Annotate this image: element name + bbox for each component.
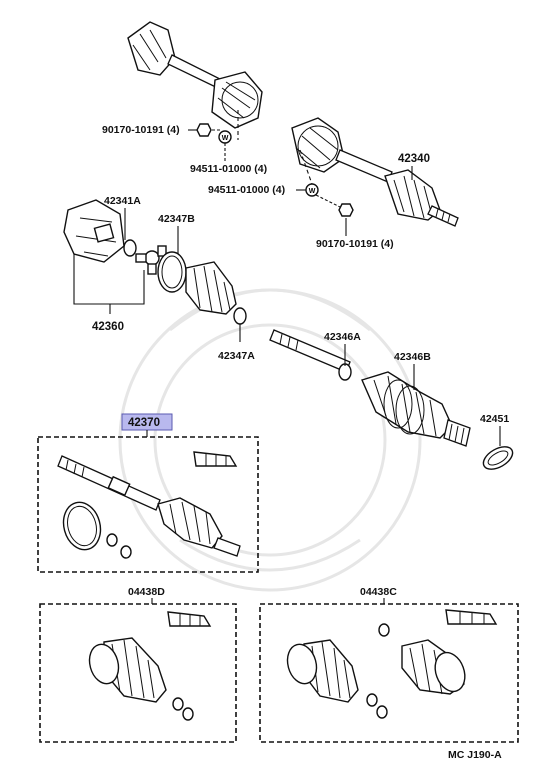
boot-clamp-42347B — [157, 251, 187, 293]
label-42346A: 42346A — [324, 331, 361, 343]
tripod-spider — [135, 245, 167, 275]
washer-icon-2: W — [309, 188, 316, 195]
label-42347B: 42347B — [158, 213, 195, 225]
label-04438D: 04438D — [128, 586, 165, 598]
snap-ring-42341A — [123, 239, 137, 257]
washer-icon: W — [222, 135, 229, 142]
inner-boot — [185, 261, 237, 315]
kit-box-04438C — [259, 603, 519, 743]
boot-band-42346A — [338, 363, 352, 381]
kit-42370-contents — [57, 451, 241, 559]
watermark — [118, 288, 422, 592]
mid-bolts-nuts: W — [296, 149, 354, 236]
label-42346B: 42346B — [394, 351, 431, 363]
upper-bolts-nuts: W — [188, 110, 239, 162]
label-04438C: 04438C — [360, 586, 397, 598]
label-42347A: 42347A — [218, 350, 255, 362]
label-42370: 42370 — [128, 417, 160, 429]
kit-04438D-contents — [88, 611, 212, 721]
label-42340: 42340 — [398, 153, 430, 165]
upper-drive-shaft-left — [127, 21, 263, 129]
kit-box-04438D — [39, 603, 237, 743]
label-90170-mid: 90170-10191 (4) — [316, 238, 394, 250]
diagram-code: MC J190-A — [448, 749, 502, 761]
label-42341A: 42341A — [104, 195, 141, 207]
label-42451: 42451 — [480, 413, 509, 425]
abs-ring-42451 — [482, 446, 514, 470]
label-42360: 42360 — [92, 321, 124, 333]
label-94511-top: 94511-01000 (4) — [190, 163, 267, 175]
inboard-joint-42360 — [63, 199, 125, 263]
kit-box-42370 — [37, 436, 259, 573]
drive-shaft-42340 — [291, 117, 459, 227]
boot-clamp-42347A — [233, 307, 247, 325]
outer-stub-shaft — [443, 419, 471, 447]
kit-04438C-contents — [286, 609, 498, 719]
label-90170-top: 90170-10191 (4) — [102, 124, 180, 136]
label-94511-mid: 94511-01000 (4) — [208, 184, 285, 196]
